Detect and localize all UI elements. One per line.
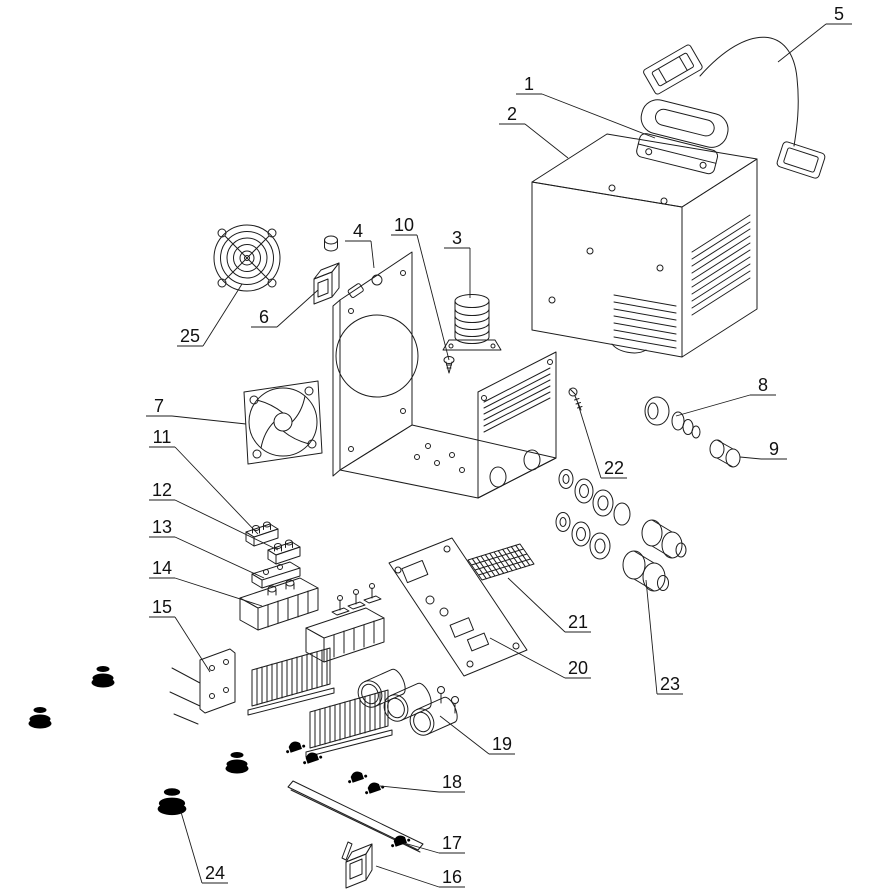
part-label-knob-washer-set: 8 bbox=[758, 375, 768, 395]
fan-guard bbox=[213, 224, 281, 292]
part-label-inductor-coil: 3 bbox=[452, 228, 462, 248]
leader-line-11 bbox=[174, 446, 259, 535]
small-screw-22 bbox=[568, 387, 583, 411]
rubber-foot bbox=[91, 666, 115, 688]
leader-line-24 bbox=[180, 811, 203, 884]
relay-component-12 bbox=[267, 539, 301, 565]
terminal-hardware-upper bbox=[558, 469, 687, 559]
wire-clip-18 bbox=[344, 768, 369, 785]
part-label-power-switch: 6 bbox=[259, 307, 269, 327]
part-label-screw: 10 bbox=[394, 215, 414, 235]
leader-line-1 bbox=[541, 93, 656, 139]
leader-line-10 bbox=[416, 234, 450, 361]
part-label-relay-component: 12 bbox=[152, 480, 172, 500]
cooling-fan bbox=[243, 380, 323, 465]
part-label-power-cord: 5 bbox=[834, 4, 844, 24]
leader-line-18 bbox=[379, 785, 440, 793]
side-bracket-15 bbox=[169, 648, 236, 725]
knob-washer-set bbox=[644, 396, 701, 439]
rubber-foot bbox=[225, 752, 249, 774]
part-label-wire-clips: 18 bbox=[442, 772, 462, 792]
leader-line-9 bbox=[739, 456, 762, 460]
part-label-connector-box: 16 bbox=[442, 867, 462, 887]
leader-line-15 bbox=[174, 616, 211, 673]
connector-box-16 bbox=[341, 841, 373, 889]
leader-line-14 bbox=[174, 577, 263, 607]
output-terminal bbox=[555, 512, 669, 592]
outer-cover bbox=[531, 133, 758, 358]
part-label-handle: 1 bbox=[524, 74, 534, 94]
part-label-side-bracket: 15 bbox=[152, 597, 172, 617]
leader-line-2 bbox=[524, 123, 569, 159]
rubber-foot bbox=[157, 788, 187, 816]
finned-heatsink-a bbox=[247, 647, 335, 716]
leader-line-12 bbox=[174, 499, 279, 551]
part-label-capacitors: 19 bbox=[492, 734, 512, 754]
leader-line-19 bbox=[439, 715, 490, 755]
leader-line-25 bbox=[202, 283, 243, 347]
part-label-outer-cover: 2 bbox=[507, 104, 517, 124]
handle bbox=[636, 99, 729, 175]
leader-line-5 bbox=[777, 23, 827, 63]
leader-line-6 bbox=[276, 289, 319, 328]
leader-line-16 bbox=[375, 865, 440, 888]
leader-line-20 bbox=[489, 637, 566, 679]
rubber-foot bbox=[28, 707, 52, 729]
part-label-fan-guard: 25 bbox=[180, 326, 200, 346]
leader-line-22 bbox=[577, 403, 602, 479]
part-label-output-terminal: 23 bbox=[660, 674, 680, 694]
leader-line-4 bbox=[370, 240, 375, 269]
heatsink-assembly-14 bbox=[239, 577, 319, 631]
pcb-board bbox=[388, 537, 528, 714]
part-label-component-block: 13 bbox=[152, 517, 172, 537]
part-label-bushing: 9 bbox=[769, 439, 779, 459]
leader-line-8 bbox=[675, 394, 751, 417]
inductor-coil bbox=[442, 294, 502, 351]
heatsink-grid-21 bbox=[467, 543, 535, 581]
leader-line-13 bbox=[174, 536, 265, 579]
wire-clip-18 bbox=[361, 779, 386, 796]
power-cord bbox=[643, 36, 826, 179]
cable-clamp bbox=[282, 738, 307, 755]
part-label-pcb-board: 20 bbox=[568, 658, 588, 678]
part-label-chassis-panel: 4 bbox=[353, 221, 363, 241]
heatsink-block-2 bbox=[305, 583, 385, 663]
part-label-cooling-fan: 7 bbox=[154, 396, 164, 416]
part-label-small-screw: 22 bbox=[604, 458, 624, 478]
part-label-rubber-foot: 24 bbox=[205, 863, 225, 883]
part-label-rail-clamp: 17 bbox=[442, 833, 462, 853]
chassis-panel bbox=[332, 251, 557, 499]
leader-line-7 bbox=[171, 415, 247, 425]
part-label-heatsink-assembly: 14 bbox=[152, 558, 172, 578]
leader-line-21 bbox=[507, 577, 566, 633]
part-label-heatsink-grid: 21 bbox=[568, 612, 588, 632]
part-callouts: 1234567891011121314151617181920212223242… bbox=[146, 4, 852, 888]
bushing bbox=[709, 439, 741, 468]
capacitors-19 bbox=[357, 668, 458, 736]
cable-clamp bbox=[299, 749, 324, 766]
grommet bbox=[324, 235, 338, 252]
leader-line-17 bbox=[403, 842, 440, 854]
screw-10 bbox=[443, 356, 455, 374]
power-switch bbox=[313, 262, 340, 305]
component-block-13 bbox=[251, 561, 301, 589]
part-label-rectifier-block: 11 bbox=[153, 427, 172, 447]
leader-line-23 bbox=[645, 579, 658, 695]
finned-heatsink-b bbox=[305, 689, 393, 758]
